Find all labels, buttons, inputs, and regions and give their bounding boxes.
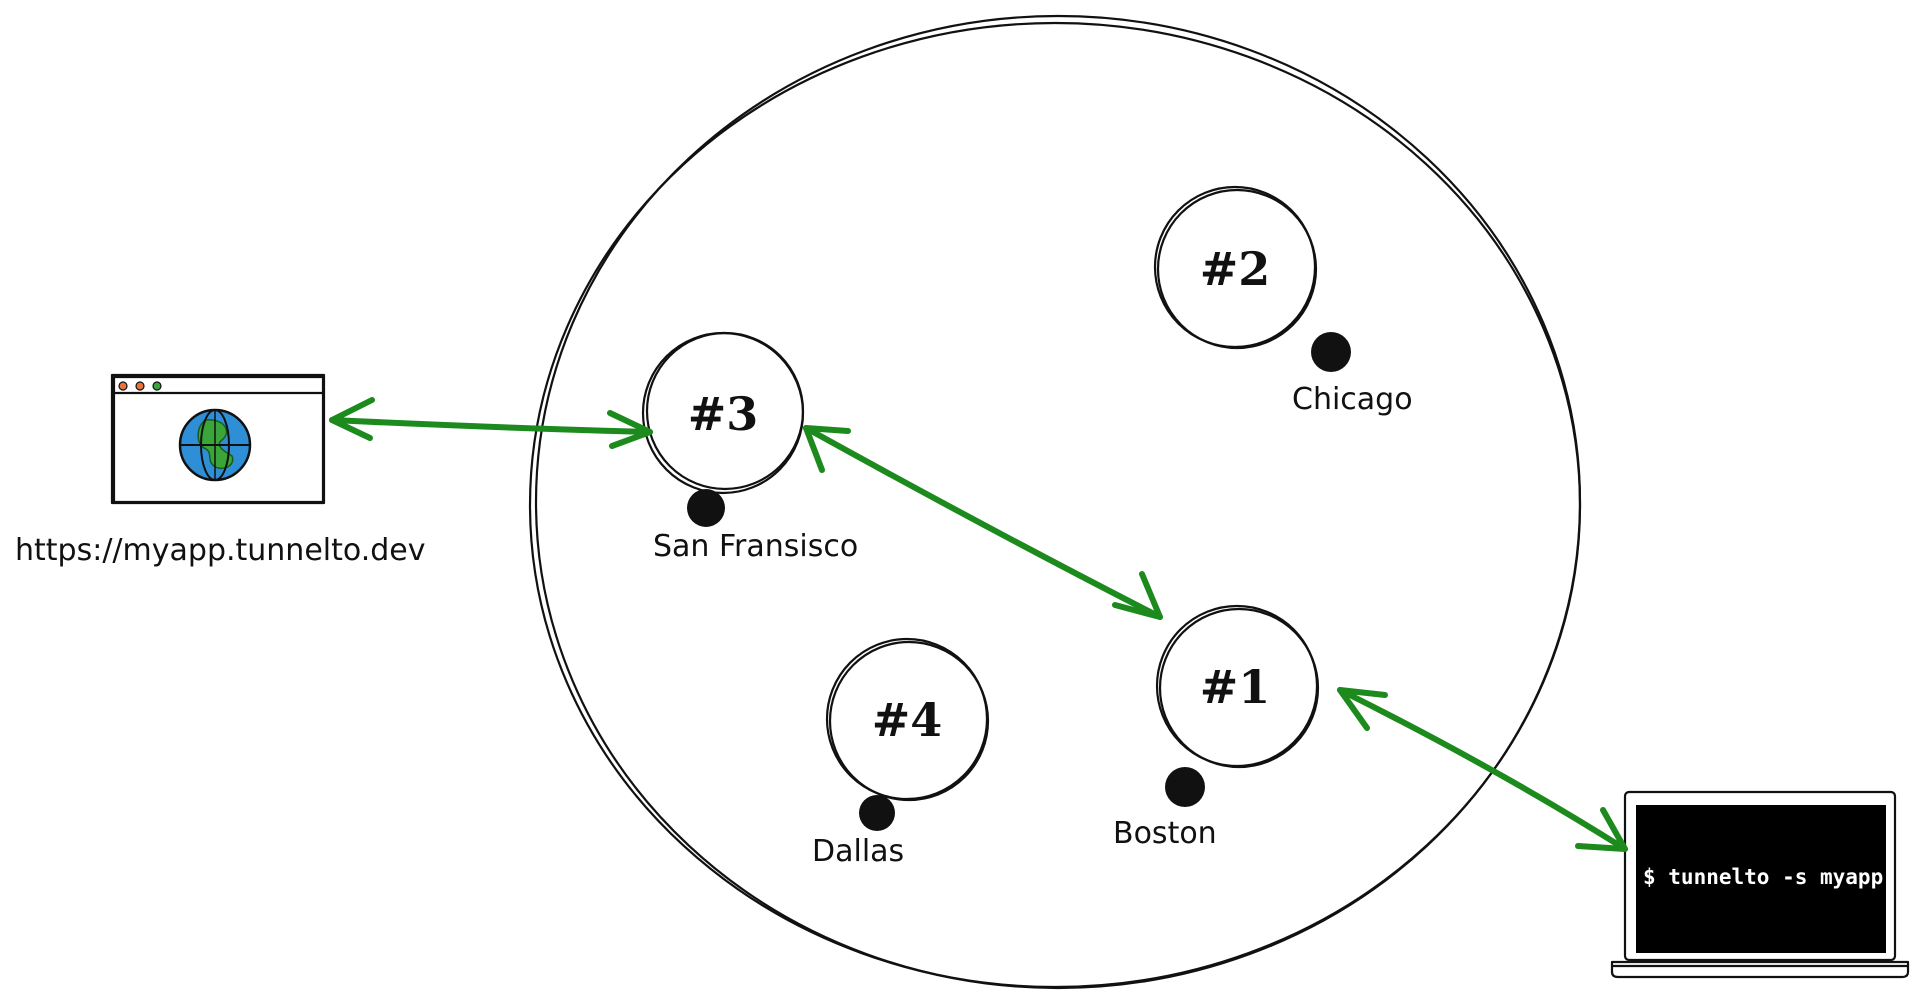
browser-url: https://myapp.tunnelto.dev bbox=[15, 533, 426, 568]
arrow-browser-to-node-3 bbox=[329, 397, 653, 449]
city-dallas: Dallas bbox=[812, 834, 904, 869]
network-boundary bbox=[528, 14, 1582, 990]
window-dot-yellow bbox=[135, 381, 145, 391]
window-dot-green bbox=[152, 381, 162, 391]
city-chicago: Chicago bbox=[1292, 382, 1413, 417]
node-1: #1 Boston bbox=[1113, 604, 1320, 851]
terminal-command: $ tunnelto -s myapp bbox=[1643, 865, 1883, 889]
window-dot-red bbox=[118, 381, 128, 391]
terminal-screen bbox=[1636, 805, 1886, 953]
arrow-node-1-to-terminal bbox=[1337, 687, 1628, 852]
node-1-label: #1 bbox=[1200, 660, 1271, 714]
arrow-node-3-to-node-1 bbox=[803, 425, 1163, 620]
globe-icon bbox=[178, 408, 252, 482]
node-2: #2 Chicago bbox=[1153, 185, 1413, 417]
node-3: #3 San Fransisco bbox=[641, 331, 858, 564]
browser-window bbox=[110, 373, 326, 505]
location-dot-san-francisco bbox=[687, 489, 725, 527]
node-2-label: #2 bbox=[1200, 242, 1271, 296]
location-dot-chicago bbox=[1311, 332, 1351, 372]
city-boston: Boston bbox=[1113, 816, 1217, 851]
node-4: #4 Dallas bbox=[812, 637, 990, 869]
location-dot-dallas bbox=[859, 795, 895, 831]
location-dot-boston bbox=[1165, 767, 1205, 807]
node-4-label: #4 bbox=[872, 693, 943, 747]
laptop-terminal: $ tunnelto -s myapp bbox=[1610, 790, 1910, 979]
city-san-francisco: San Fransisco bbox=[653, 529, 858, 564]
node-3-label: #3 bbox=[688, 387, 759, 441]
